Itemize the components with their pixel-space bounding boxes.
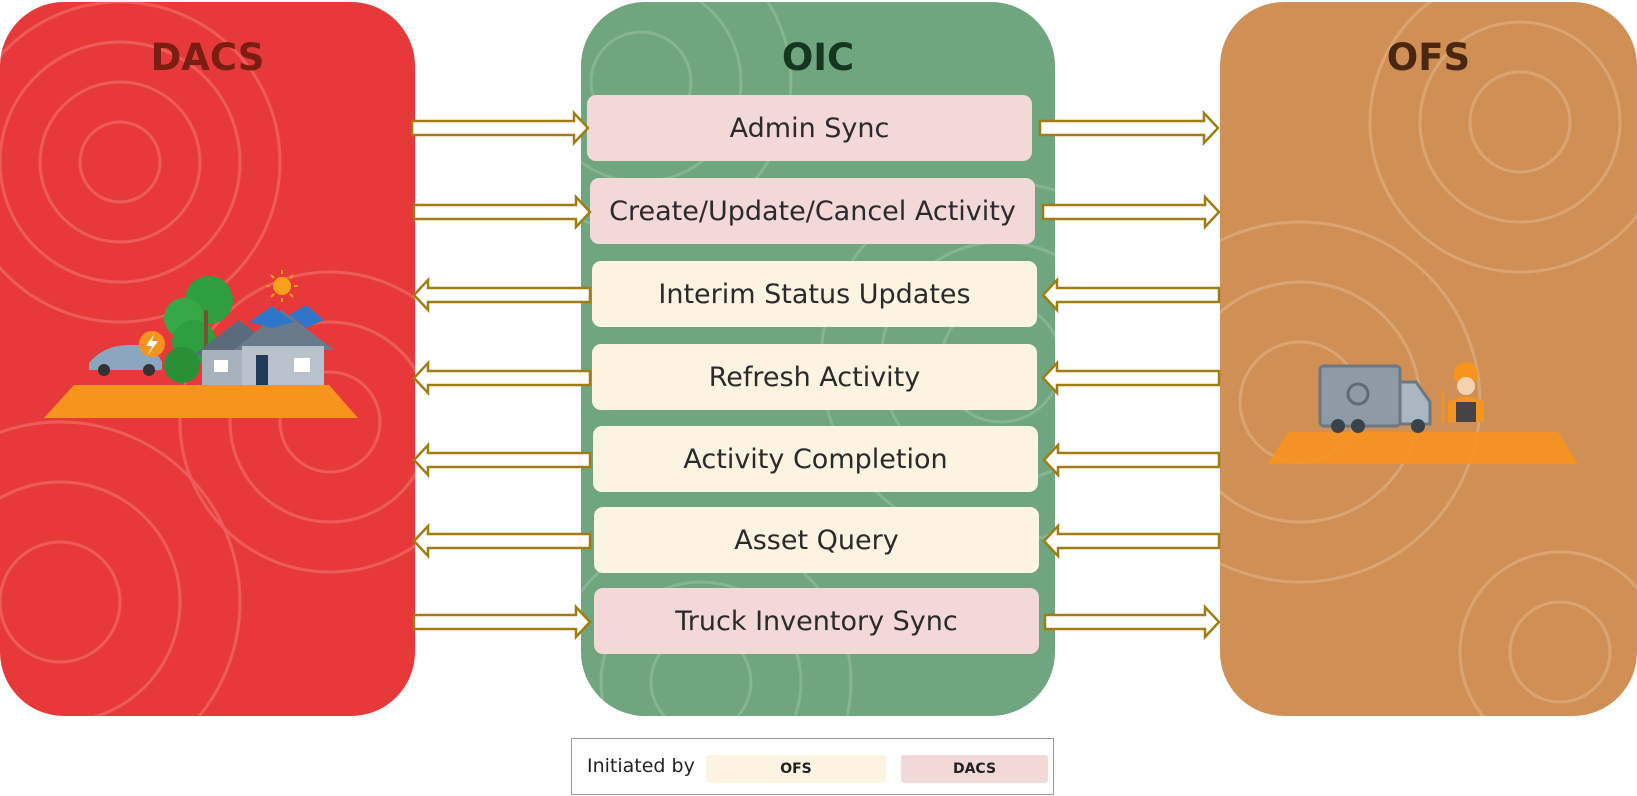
- dacs-panel: DACS: [0, 2, 415, 716]
- arrow-left-row-1: [410, 109, 590, 147]
- arrow-shape: [412, 193, 592, 231]
- arrow-right-row-7: [1043, 603, 1221, 641]
- arrow-shape: [1043, 603, 1221, 641]
- flow-label: Interim Status Updates: [658, 278, 971, 310]
- flow-box-truck-inventory-sync: Truck Inventory Sync: [594, 588, 1039, 654]
- arrow-right-row-5: [1042, 441, 1221, 479]
- arrow-shape: [412, 276, 592, 314]
- arrow-right-row-3: [1041, 276, 1221, 314]
- arrow-shape: [410, 109, 590, 147]
- legend-item-ofs: OFS: [706, 755, 886, 783]
- arrow-right-row-6: [1042, 522, 1221, 560]
- flow-box-create-update-cancel-activity: Create/Update/Cancel Activity: [590, 178, 1035, 244]
- arrow-shape: [412, 441, 592, 479]
- legend: Initiated by OFS DACS: [571, 738, 1054, 795]
- arrow-shape: [1041, 276, 1221, 314]
- dacs-title: DACS: [150, 36, 265, 79]
- arrow-shape: [1042, 522, 1221, 560]
- house-with-solar-panels-trees-and-electric-car-icon: [44, 270, 358, 418]
- arrow-right-row-2: [1041, 193, 1221, 231]
- arrow-shape: [1041, 193, 1221, 231]
- legend-label: Initiated by: [587, 755, 695, 777]
- arrow-left-row-7: [412, 603, 592, 641]
- legend-item-label: DACS: [952, 761, 997, 777]
- arrow-shape: [412, 359, 592, 397]
- flow-label: Activity Completion: [683, 443, 948, 475]
- arrow-shape: [1041, 359, 1221, 397]
- flow-label: Create/Update/Cancel Activity: [609, 195, 1016, 227]
- flow-box-interim-status-updates: Interim Status Updates: [592, 261, 1037, 327]
- wood-texture-pattern: [1220, 2, 1637, 716]
- flow-label: Asset Query: [734, 524, 899, 556]
- legend-item-dacs: DACS: [901, 755, 1048, 783]
- oic-title: OIC: [781, 36, 855, 79]
- arrow-right-row-4: [1041, 359, 1221, 397]
- arrow-left-row-4: [412, 359, 592, 397]
- service-truck-and-field-technician-icon: [1268, 362, 1578, 464]
- flow-box-asset-query: Asset Query: [594, 507, 1039, 573]
- flow-box-refresh-activity: Refresh Activity: [592, 344, 1037, 410]
- ofs-title: OFS: [1386, 36, 1471, 79]
- arrow-shape: [412, 522, 592, 560]
- legend-item-label: OFS: [780, 761, 812, 777]
- flow-label: Refresh Activity: [708, 361, 921, 393]
- arrow-right-row-1: [1038, 109, 1220, 147]
- arrow-shape: [1042, 441, 1221, 479]
- arrow-left-row-2: [412, 193, 592, 231]
- wood-texture-pattern: [0, 2, 415, 716]
- flow-box-activity-completion: Activity Completion: [593, 426, 1038, 492]
- arrow-left-row-3: [412, 276, 592, 314]
- flow-label: Admin Sync: [729, 112, 890, 144]
- flow-box-admin-sync: Admin Sync: [587, 95, 1032, 161]
- arrow-left-row-5: [412, 441, 592, 479]
- ofs-panel: OFS: [1220, 2, 1637, 716]
- arrow-shape: [412, 603, 592, 641]
- arrow-left-row-6: [412, 522, 592, 560]
- arrow-shape: [1038, 109, 1220, 147]
- flow-label: Truck Inventory Sync: [675, 605, 958, 637]
